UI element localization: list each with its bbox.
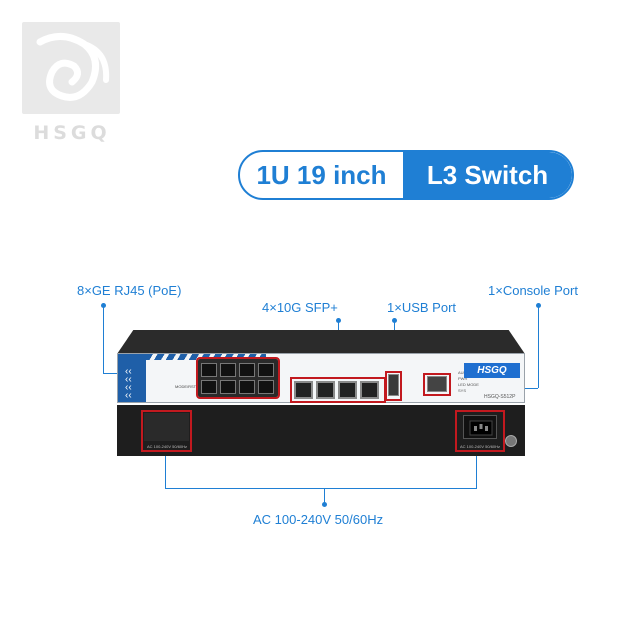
callout-usb: 1×USB Port xyxy=(387,300,457,315)
mode-label: MODE/RST xyxy=(175,384,197,389)
rj45-port-group xyxy=(196,357,280,399)
rj45-port[interactable] xyxy=(258,363,274,377)
usb-highlight xyxy=(385,371,402,401)
ac-line-left xyxy=(165,456,166,488)
callout-console: 1×Console Port xyxy=(488,283,578,298)
ac-dot xyxy=(322,502,327,507)
rj45-port[interactable] xyxy=(201,363,217,377)
ground-screw-icon xyxy=(505,435,517,447)
power-inlet[interactable] xyxy=(463,415,497,439)
power-socket-icon xyxy=(469,420,493,436)
headline-size: 1U 19 inch xyxy=(256,159,387,190)
console-highlight xyxy=(423,373,451,396)
callout-sfp: 4×10G SFP+ xyxy=(262,300,338,315)
front-accent: ‹‹‹‹‹‹‹‹ xyxy=(118,354,146,402)
rj45-port[interactable] xyxy=(239,380,255,394)
rj45-port[interactable] xyxy=(258,380,274,394)
headline-type: L3 Switch xyxy=(403,152,572,198)
switch-rear-panel: AC 100-240V 50/60Hz AC 100-240V 50/60Hz xyxy=(117,405,525,456)
ac-line-center xyxy=(324,488,325,504)
switch-chassis-top xyxy=(117,330,525,354)
chevron-arrows-icon: ‹‹‹‹‹‹‹‹ xyxy=(125,366,132,401)
sfp-port[interactable] xyxy=(338,381,357,399)
sfp-port[interactable] xyxy=(316,381,335,399)
sfp-port[interactable] xyxy=(294,381,313,399)
led-label: LED MODE xyxy=(458,382,479,387)
switch-front-panel: ‹‹‹‹‹‹‹‹ MODE/RST AUDIO PWR LED MODE SYS… xyxy=(117,353,525,403)
led-label: SYS xyxy=(458,388,467,393)
usb-port[interactable] xyxy=(388,374,399,396)
front-stripe xyxy=(146,354,266,360)
rj45-port[interactable] xyxy=(239,363,255,377)
rj45-port[interactable] xyxy=(220,380,236,394)
headline-pill: 1U 19 inch L3 Switch xyxy=(238,150,574,200)
device-brand-badge: HSGQ xyxy=(464,363,520,378)
rj45-line-v xyxy=(103,305,104,373)
callout-ac: AC 100-240V 50/60Hz xyxy=(253,512,384,527)
sfp-port[interactable] xyxy=(360,381,379,399)
logo-swirl-icon xyxy=(36,33,110,101)
console-line-v xyxy=(538,305,539,388)
psu-right-label: AC 100-240V 50/60Hz xyxy=(460,444,501,449)
rj45-port[interactable] xyxy=(201,380,217,394)
ac-line-right xyxy=(476,456,477,488)
brand-logo: HSGQ xyxy=(22,22,122,144)
psu-blank-cover xyxy=(144,413,189,441)
logo-text: HSGQ xyxy=(33,122,111,144)
psu-left-highlight xyxy=(141,410,192,452)
logo-mark xyxy=(22,22,120,114)
device-model: HSGQ-S512P xyxy=(484,394,516,400)
psu-left-label: AC 100-240V 50/60Hz xyxy=(147,444,188,449)
callout-rj45: 8×GE RJ45 (PoE) xyxy=(77,283,182,298)
rj45-port[interactable] xyxy=(220,363,236,377)
console-port[interactable] xyxy=(427,376,447,392)
ac-line-bottom xyxy=(165,488,477,489)
psu-right-highlight xyxy=(455,410,505,452)
led-label: PWR xyxy=(458,376,468,381)
